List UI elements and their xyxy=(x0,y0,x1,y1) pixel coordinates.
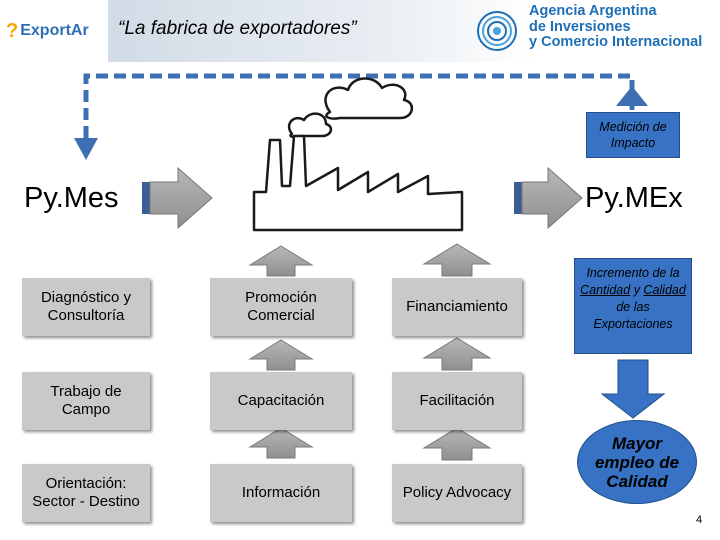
output-arrow xyxy=(514,166,583,230)
up-arrow xyxy=(248,339,314,371)
service-box-orientacion: Orientación: Sector - Destino xyxy=(22,464,150,522)
agency-name-line: de Inversiones xyxy=(529,18,631,35)
impact-measurement-box: Medición de Impacto xyxy=(586,112,680,158)
service-box-facilitacion: Facilitación xyxy=(392,372,522,430)
exportar-brand-name: ExportAr xyxy=(20,22,89,39)
up-arrow xyxy=(422,243,492,277)
exportar-mark-icon: ? xyxy=(6,19,19,42)
page-number: 4 xyxy=(696,514,703,526)
pymex-label: Py.MEx xyxy=(585,182,683,214)
increase-exports-box: Incremento de la Cantidad y Calidad de l… xyxy=(574,258,692,354)
up-arrow xyxy=(248,245,314,277)
blue-down-arrow xyxy=(600,359,666,419)
up-arrow xyxy=(422,427,492,461)
service-box-trabajo-campo: Trabajo de Campo xyxy=(22,372,150,430)
increase-text-cantidad: Cantidad xyxy=(580,283,631,297)
service-box-promocion: Promoción Comercial xyxy=(210,278,352,336)
input-arrow xyxy=(142,166,213,230)
header-bar xyxy=(108,0,720,62)
up-arrows xyxy=(248,243,492,461)
agency-globe-icon xyxy=(477,11,517,51)
service-box-diagnostico: Diagnóstico y Consultoría xyxy=(22,278,150,336)
feedback-arrowhead-up xyxy=(616,86,648,106)
agency-name: Agencia Argentina de Inversiones y Comer… xyxy=(529,3,703,51)
increase-text-calidad: Calidad xyxy=(643,283,686,297)
service-box-policy-advocacy: Policy Advocacy xyxy=(392,464,522,522)
quality-employment-oval: Mayor empleo de Calidad xyxy=(577,420,697,504)
up-arrow xyxy=(422,337,492,371)
up-arrow xyxy=(248,427,314,459)
pymes-label: Py.Mes xyxy=(24,182,119,214)
exportar-logo: ? ExportAr xyxy=(0,0,106,62)
agency-name-line: y Comercio Internacional xyxy=(529,34,703,50)
feedback-loop xyxy=(74,73,648,160)
increase-text: y xyxy=(630,283,644,297)
service-box-financiamiento: Financiamiento xyxy=(392,278,522,336)
slogan: “La fabrica de exportadores” xyxy=(118,18,357,39)
increase-text: de las Exportaciones xyxy=(593,300,673,331)
service-box-informacion: Información xyxy=(210,464,352,522)
agency-name-line: Agencia Argentina xyxy=(529,3,657,19)
factory-icon xyxy=(252,77,464,232)
feedback-arrowhead-down xyxy=(74,138,98,160)
increase-text: Incremento de la xyxy=(586,266,680,280)
service-box-capacitacion: Capacitación xyxy=(210,372,352,430)
